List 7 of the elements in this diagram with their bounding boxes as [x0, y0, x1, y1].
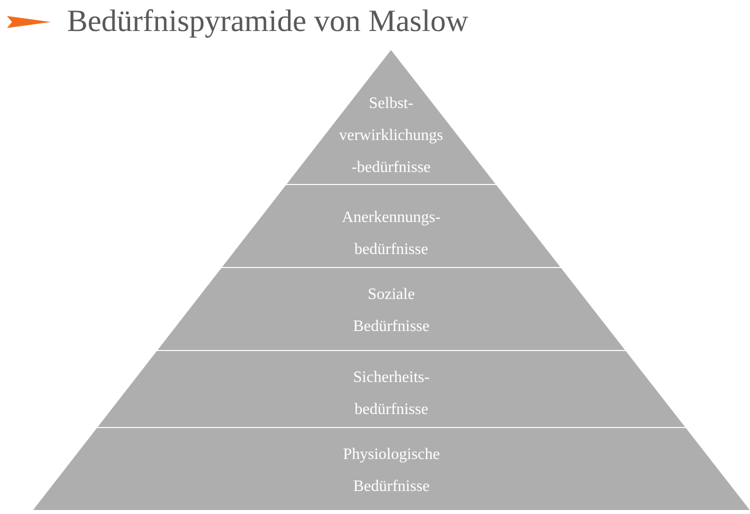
layer-label: Selbst- verwirklichungs -bedürfnisse	[338, 94, 444, 178]
layer-label: Physiologische Bedürfnisse	[342, 445, 441, 497]
layer-label: Sicherheits- bedürfnisse	[352, 368, 431, 420]
pyramid-layer	[33, 428, 750, 510]
layer-label: Anerkennungs- bedürfnisse	[340, 208, 442, 260]
layer-label: Soziale Bedürfnisse	[352, 285, 430, 337]
title: Bedürfnispyramide von Maslow	[67, 2, 468, 40]
